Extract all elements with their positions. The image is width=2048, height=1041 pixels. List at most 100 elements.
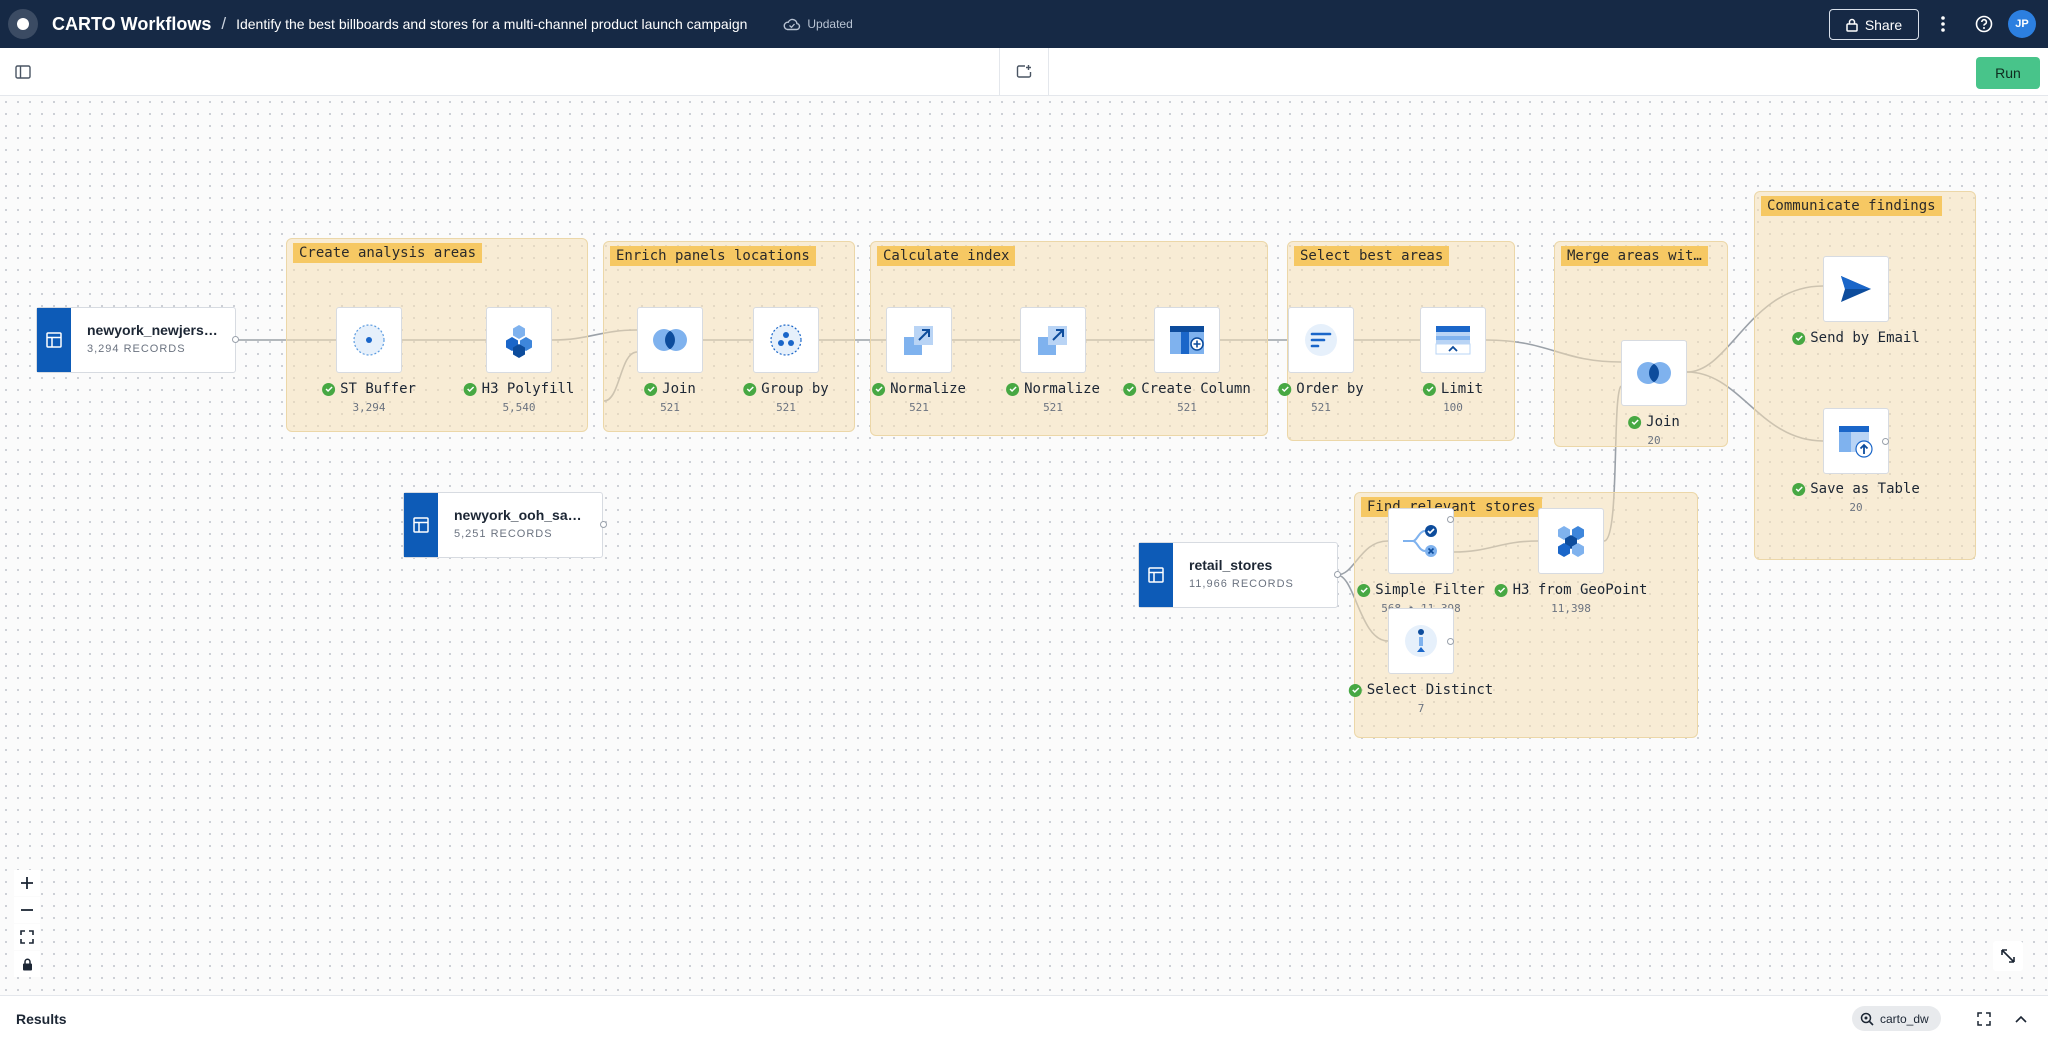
node-select-distinct[interactable] bbox=[1388, 608, 1454, 674]
node-label: H3 Polyfill bbox=[463, 381, 574, 397]
sort-icon bbox=[1305, 324, 1337, 356]
node-order-by[interactable] bbox=[1288, 307, 1354, 373]
diagonal-arrows-icon bbox=[2001, 949, 2015, 963]
run-button[interactable]: Run bbox=[1976, 57, 2040, 89]
output-port[interactable] bbox=[1882, 438, 1889, 445]
source-retail-stores[interactable]: retail_stores 11,966 RECORDS bbox=[1138, 542, 1338, 608]
node-label-text: Join bbox=[662, 381, 696, 397]
node-normalize[interactable] bbox=[1020, 307, 1086, 373]
node-label-text: Normalize bbox=[1024, 381, 1100, 397]
distinct-icon bbox=[1405, 625, 1437, 657]
limit-icon bbox=[1435, 326, 1471, 355]
connection-name: carto_dw bbox=[1880, 1011, 1929, 1026]
toolbar-divider bbox=[1048, 48, 1049, 96]
normalize-icon bbox=[904, 326, 933, 355]
node-h3-from-geopoint[interactable] bbox=[1538, 508, 1604, 574]
node-count: 521 bbox=[776, 401, 796, 414]
node-count: 521 bbox=[1043, 401, 1063, 414]
node-count: 20 bbox=[1647, 434, 1661, 447]
success-icon bbox=[872, 382, 886, 396]
group-label: Calculate index bbox=[877, 246, 1016, 266]
node-group-by[interactable] bbox=[753, 307, 819, 373]
canvas-toolbar bbox=[0, 48, 2048, 96]
node-label: Order by bbox=[1278, 381, 1364, 397]
join-icon bbox=[653, 329, 687, 351]
source-name: retail_stores bbox=[1189, 557, 1273, 573]
output-port[interactable] bbox=[600, 521, 607, 528]
node-count: 521 bbox=[1177, 401, 1197, 414]
node-count: 7 bbox=[1417, 702, 1425, 715]
save-status-text: Updated bbox=[807, 17, 853, 31]
node-save-as-table[interactable] bbox=[1823, 408, 1889, 474]
output-port[interactable] bbox=[1447, 638, 1454, 645]
source-newyork-newjersey[interactable]: newyork_newjers… 3,294 RECORDS bbox=[36, 307, 236, 373]
table-icon bbox=[1139, 543, 1173, 607]
minus-icon bbox=[21, 909, 33, 911]
source-name: newyork_ooh_sa… bbox=[454, 507, 582, 523]
node-label-text: Create Column bbox=[1141, 381, 1251, 397]
help-icon[interactable] bbox=[1974, 14, 1994, 34]
node-count: 521 bbox=[1311, 401, 1331, 414]
source-newyork-ooh[interactable]: newyork_ooh_sa… 5,251 RECORDS bbox=[403, 492, 603, 558]
user-avatar[interactable]: JP bbox=[2008, 10, 2036, 38]
success-icon bbox=[1357, 583, 1371, 597]
node-label-text: Send by Email bbox=[1810, 330, 1920, 346]
node-label-text: Order by bbox=[1296, 381, 1364, 397]
node-normalize[interactable] bbox=[886, 307, 952, 373]
node-label: Limit bbox=[1422, 381, 1483, 397]
node-join[interactable] bbox=[1621, 340, 1687, 406]
success-icon bbox=[463, 382, 477, 396]
more-options-icon[interactable] bbox=[1933, 14, 1953, 34]
toggle-sidebar-icon[interactable] bbox=[15, 65, 31, 84]
node-label: Send by Email bbox=[1792, 330, 1920, 346]
node-label-text: Normalize bbox=[890, 381, 966, 397]
node-simple-filter[interactable] bbox=[1388, 508, 1454, 574]
node-label: Simple Filter bbox=[1357, 582, 1485, 598]
share-label: Share bbox=[1864, 16, 1903, 33]
buffer-icon bbox=[353, 324, 385, 356]
workflow-title[interactable]: Identify the best billboards and stores … bbox=[236, 16, 748, 32]
group-label: Communicate findings bbox=[1761, 196, 1942, 216]
add-comment-icon[interactable] bbox=[1016, 64, 1032, 85]
node-count: 3,294 bbox=[352, 401, 386, 414]
connection-chip[interactable]: carto_dw bbox=[1852, 1006, 1941, 1031]
source-records: 11,966 RECORDS bbox=[1189, 578, 1294, 590]
chevron-up-icon[interactable] bbox=[2012, 1010, 2030, 1028]
node-st-buffer[interactable] bbox=[336, 307, 402, 373]
lock-canvas-button[interactable] bbox=[14, 951, 40, 977]
toolbar-divider bbox=[999, 48, 1000, 96]
workflow-canvas[interactable]: Create analysis areas Enrich panels loca… bbox=[0, 96, 2048, 995]
expand-canvas-button[interactable] bbox=[1993, 941, 2023, 971]
group-label: Merge areas wit… bbox=[1561, 246, 1708, 266]
node-label: ST Buffer bbox=[322, 381, 416, 397]
add-column-icon bbox=[1170, 326, 1204, 354]
maximize-panel-icon[interactable] bbox=[1975, 1010, 1993, 1028]
zoom-in-button[interactable] bbox=[14, 870, 40, 896]
fit-view-button[interactable] bbox=[14, 924, 40, 950]
node-send-email[interactable] bbox=[1823, 256, 1889, 322]
success-icon bbox=[1422, 382, 1436, 396]
group-communicate-findings[interactable]: Communicate findings bbox=[1754, 191, 1976, 560]
node-create-column[interactable] bbox=[1154, 307, 1220, 373]
node-label-text: ST Buffer bbox=[340, 381, 416, 397]
node-count: 521 bbox=[909, 401, 929, 414]
source-records: 5,251 RECORDS bbox=[454, 528, 553, 540]
node-label-text: Select Distinct bbox=[1366, 682, 1494, 698]
share-button[interactable]: Share bbox=[1829, 9, 1919, 40]
results-panel[interactable]: Results carto_dw bbox=[0, 995, 2048, 1041]
success-icon bbox=[1792, 331, 1806, 345]
app-title[interactable]: CARTO Workflows bbox=[52, 13, 212, 34]
output-port[interactable] bbox=[232, 336, 239, 343]
hexagon-cluster-icon bbox=[1558, 526, 1584, 557]
carto-logo[interactable] bbox=[8, 9, 38, 39]
zoom-out-button[interactable] bbox=[14, 897, 40, 923]
node-label: Group by bbox=[743, 381, 829, 397]
hexagon-cluster-icon bbox=[506, 325, 532, 358]
node-count: 100 bbox=[1443, 401, 1463, 414]
node-join[interactable] bbox=[637, 307, 703, 373]
save-table-icon bbox=[1839, 426, 1873, 458]
output-port[interactable] bbox=[1334, 571, 1341, 578]
node-limit[interactable] bbox=[1420, 307, 1486, 373]
output-port[interactable] bbox=[1447, 516, 1454, 523]
node-h3-polyfill[interactable] bbox=[486, 307, 552, 373]
